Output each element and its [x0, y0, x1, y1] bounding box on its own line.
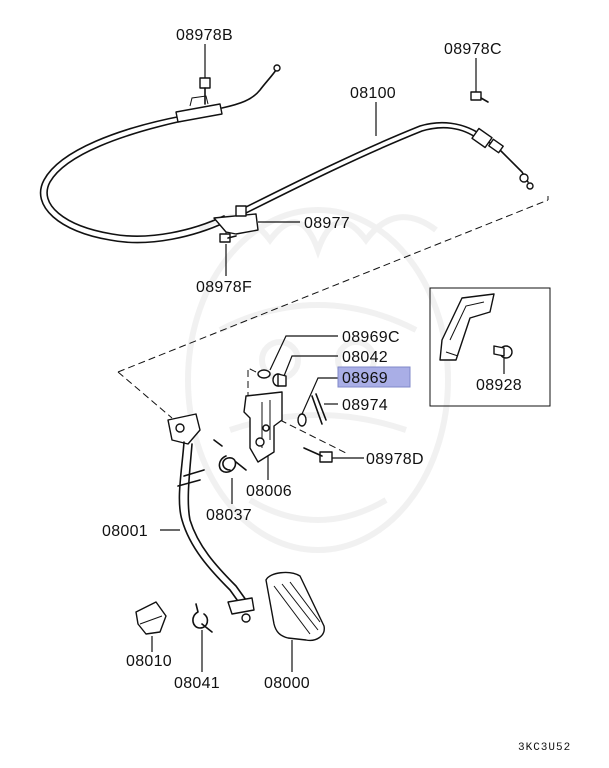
highlight-box [337, 366, 411, 388]
part-number-label: 08969C [342, 329, 400, 346]
stopper-08010-icon [135, 601, 167, 635]
bolt-08978B-icon [199, 77, 211, 105]
washer-08969C-icon [257, 369, 271, 379]
callout-08978C[interactable]: 08978C [444, 41, 502, 58]
callout-08041[interactable]: 08041 [174, 675, 220, 692]
watermark-emblem [185, 207, 451, 553]
part-number-label: 08928 [476, 377, 522, 394]
spring-08037-icon [213, 439, 247, 473]
callout-08977[interactable]: 08977 [304, 215, 350, 232]
part-number-label: 08100 [350, 85, 396, 102]
part-number-label: 08010 [126, 653, 172, 670]
callout-08978F[interactable]: 08978F [196, 279, 252, 296]
panel-outline [117, 196, 549, 455]
part-number-label: 08977 [304, 215, 350, 232]
callout-08042[interactable]: 08042 [342, 349, 388, 366]
callout-08010[interactable]: 08010 [126, 653, 172, 670]
pedal-arm [167, 413, 255, 623]
part-number-label: 08978D [366, 451, 424, 468]
callout-08000[interactable]: 08000 [264, 675, 310, 692]
pedal-bracket [243, 370, 283, 463]
callout-08974[interactable]: 08974 [342, 397, 388, 414]
leader-lines [151, 44, 505, 672]
bolt-08978D-icon [303, 447, 333, 463]
accelerator-cable [39, 64, 534, 244]
callout-08006[interactable]: 08006 [246, 483, 292, 500]
part-number-label: 08006 [246, 483, 292, 500]
part-number-label: 08042 [342, 349, 388, 366]
part-number-label: 08001 [102, 523, 148, 540]
callout-08928[interactable]: 08928 [476, 377, 522, 394]
pin-08974-icon [311, 393, 327, 425]
part-number-label: 08978F [196, 279, 252, 296]
part-number-label: 08969 [342, 370, 388, 387]
washer-08969-icon [297, 413, 307, 427]
part-number-label: 08037 [206, 507, 252, 524]
diagram-code: 3KC3U52 [518, 742, 571, 754]
callout-08969C[interactable]: 08969C [342, 329, 400, 346]
callout-08969-highlighted[interactable]: 08969 [337, 366, 411, 388]
bolt-08978F-icon [219, 233, 237, 243]
part-number-label: 08974 [342, 397, 388, 414]
part-number-label: 08000 [264, 675, 310, 692]
inset-box [429, 287, 551, 407]
spring-08041-icon [192, 603, 213, 633]
callout-08037[interactable]: 08037 [206, 507, 252, 524]
part-number-label: 08978C [444, 41, 502, 58]
callout-08100[interactable]: 08100 [350, 85, 396, 102]
bushing-08042-icon [272, 373, 287, 387]
bolt-08978C-icon [470, 91, 489, 103]
callout-08978B[interactable]: 08978B [176, 27, 233, 44]
pedal-pad [265, 571, 325, 642]
callout-08978D[interactable]: 08978D [366, 451, 424, 468]
part-number-label: 08041 [174, 675, 220, 692]
callout-08001[interactable]: 08001 [102, 523, 148, 540]
part-number-label: 08978B [176, 27, 233, 44]
